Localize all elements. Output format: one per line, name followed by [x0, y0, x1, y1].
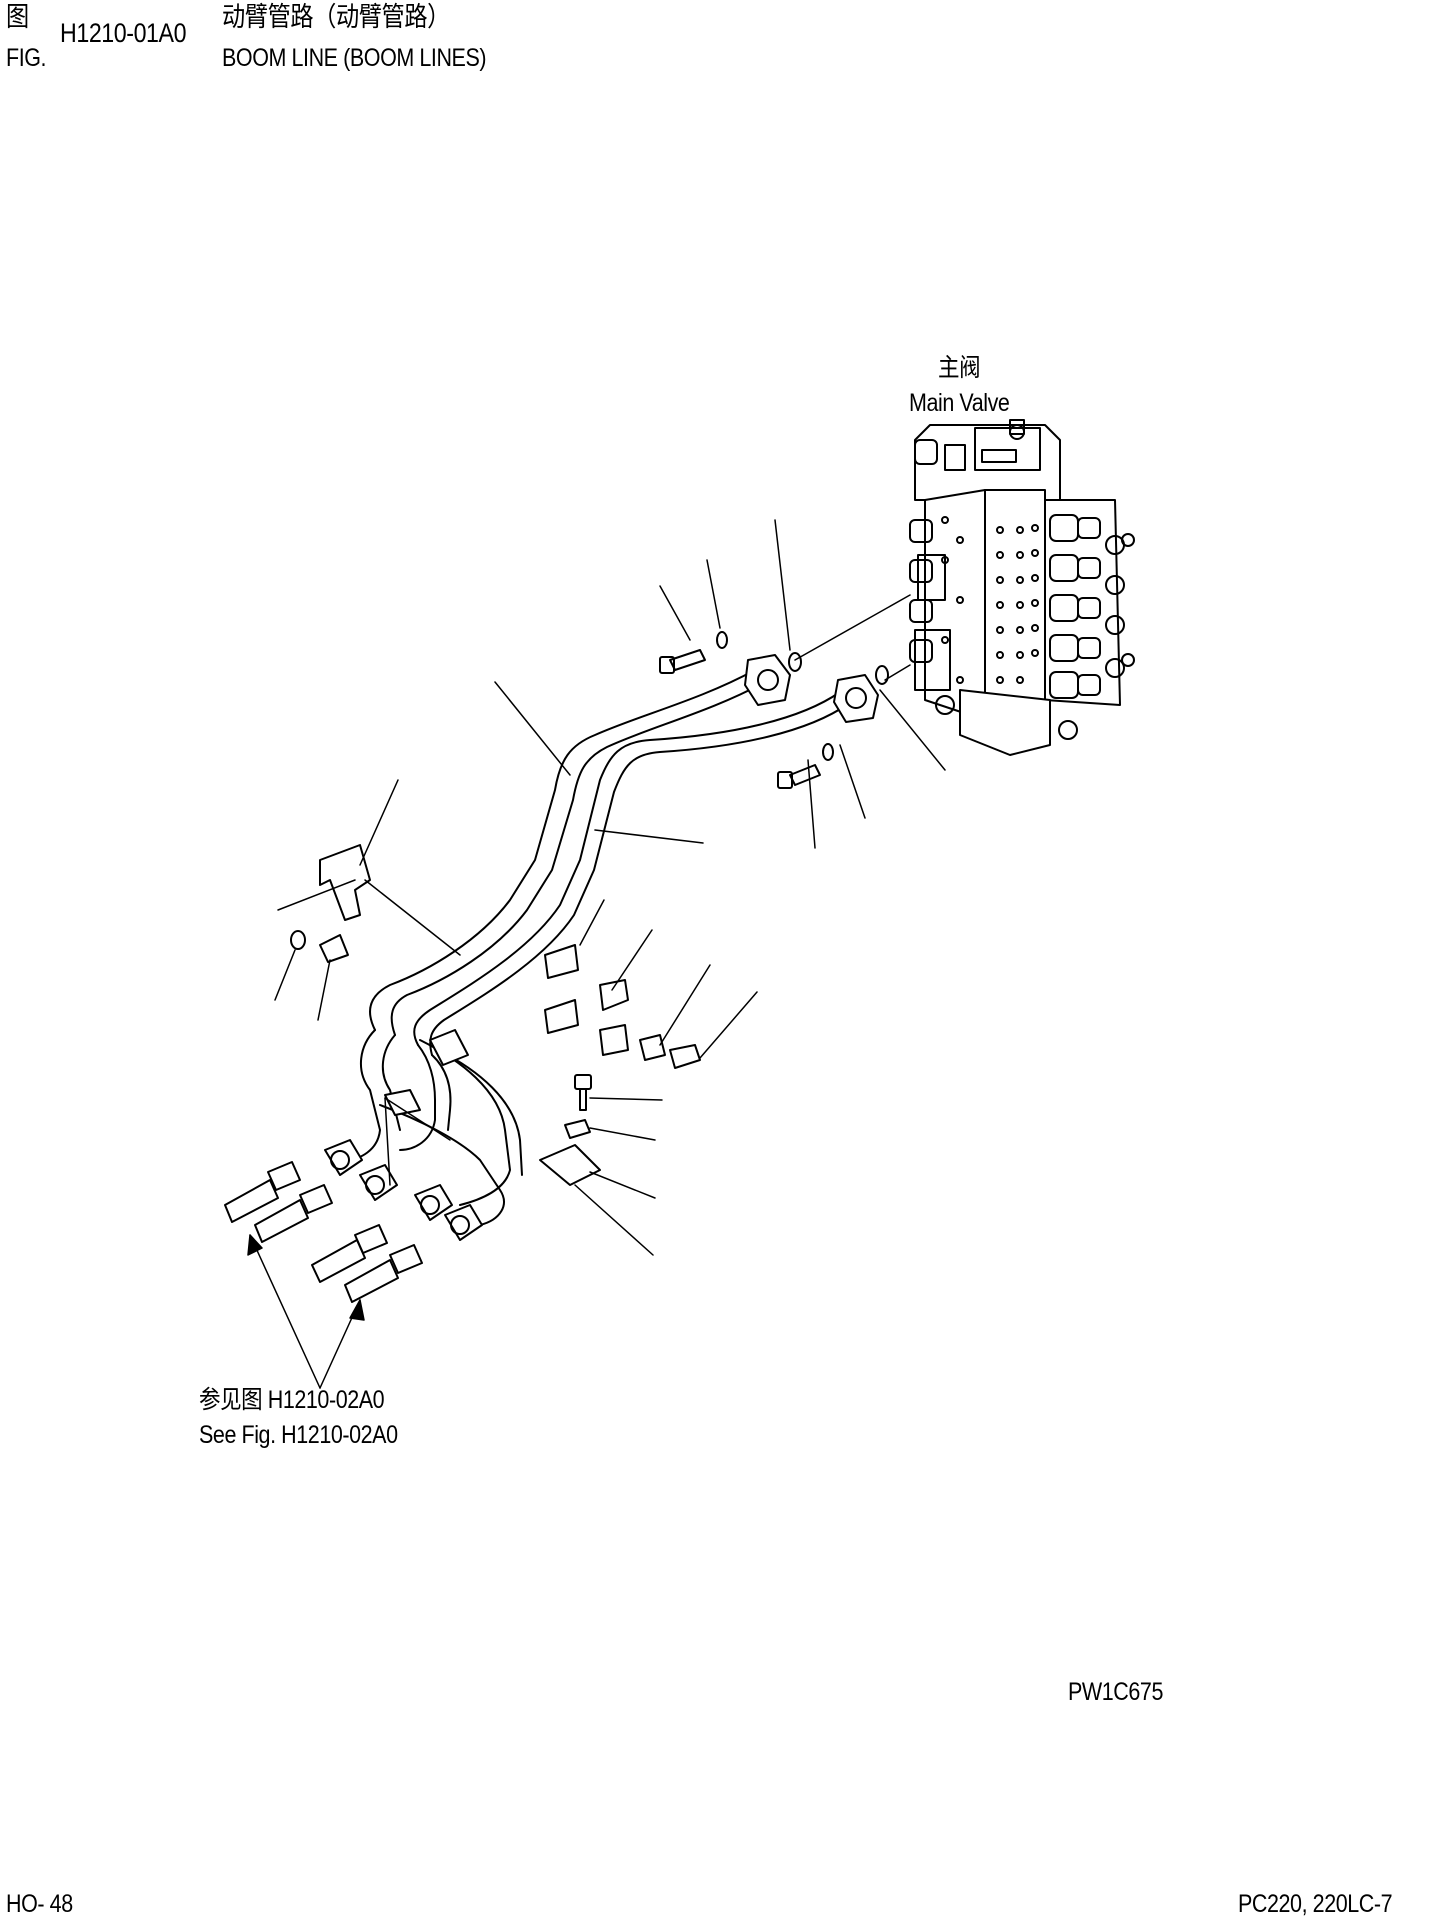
drawing-code: PW1C675 — [1068, 1678, 1163, 1706]
valve-port-grid — [942, 517, 1038, 683]
title-cn: 动臂管路（动臂管路） — [222, 2, 450, 32]
fig-label-cn: 图 — [6, 2, 29, 32]
main-valve-label-en: Main Valve — [909, 389, 1010, 417]
leader-lines — [248, 520, 945, 1388]
footer-page-number: HO- 48 — [6, 1890, 73, 1918]
valve-end-flanges — [745, 653, 888, 722]
fig-label-en: FIG. — [6, 44, 47, 72]
valve-spool-caps-left — [910, 440, 1077, 739]
see-fig-label-cn: 参见图 H1210-02A0 — [199, 1386, 385, 1414]
valve-spool-caps-right — [1050, 515, 1134, 698]
footer-model: PC220, 220LC-7 — [1238, 1890, 1393, 1918]
clamp-parts — [291, 845, 700, 1185]
valve-end-bolts — [660, 632, 833, 788]
main-valve-label-cn: 主阀 — [938, 354, 981, 382]
fig-number: H1210-01A0 — [60, 18, 187, 48]
lower-flange-ends — [225, 1140, 482, 1302]
title-en: BOOM LINE (BOOM LINES) — [222, 44, 487, 72]
see-fig-label-en: See Fig. H1210-02A0 — [199, 1421, 398, 1449]
main-valve — [910, 420, 1134, 755]
boom-pipes — [345, 670, 848, 1225]
